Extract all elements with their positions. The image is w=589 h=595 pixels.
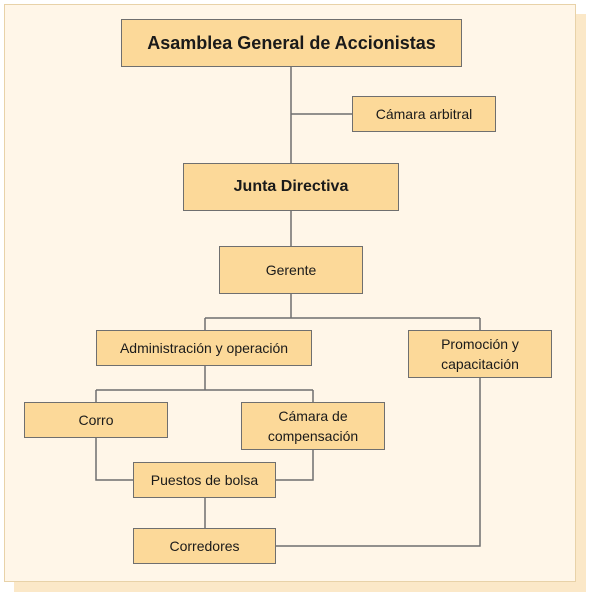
node-junta-directiva: Junta Directiva	[183, 163, 399, 211]
node-gerente: Gerente	[219, 246, 363, 294]
node-camara-compensacion: Cámara de compensación	[241, 402, 385, 450]
node-camara-arbitral: Cámara arbitral	[352, 96, 496, 132]
node-administracion: Administración y operación	[96, 330, 312, 366]
node-corredores: Corredores	[133, 528, 276, 564]
edge-promocion-corredores	[276, 378, 481, 547]
node-puestos-de-bolsa: Puestos de bolsa	[133, 462, 276, 498]
edge-corro-puestos	[95, 438, 133, 481]
edge-camara-compensacion-puestos	[276, 450, 314, 481]
node-asamblea: Asamblea General de Accionistas	[121, 19, 462, 67]
node-promocion: Promoción y capacitación	[408, 330, 552, 378]
node-corro: Corro	[24, 402, 168, 438]
